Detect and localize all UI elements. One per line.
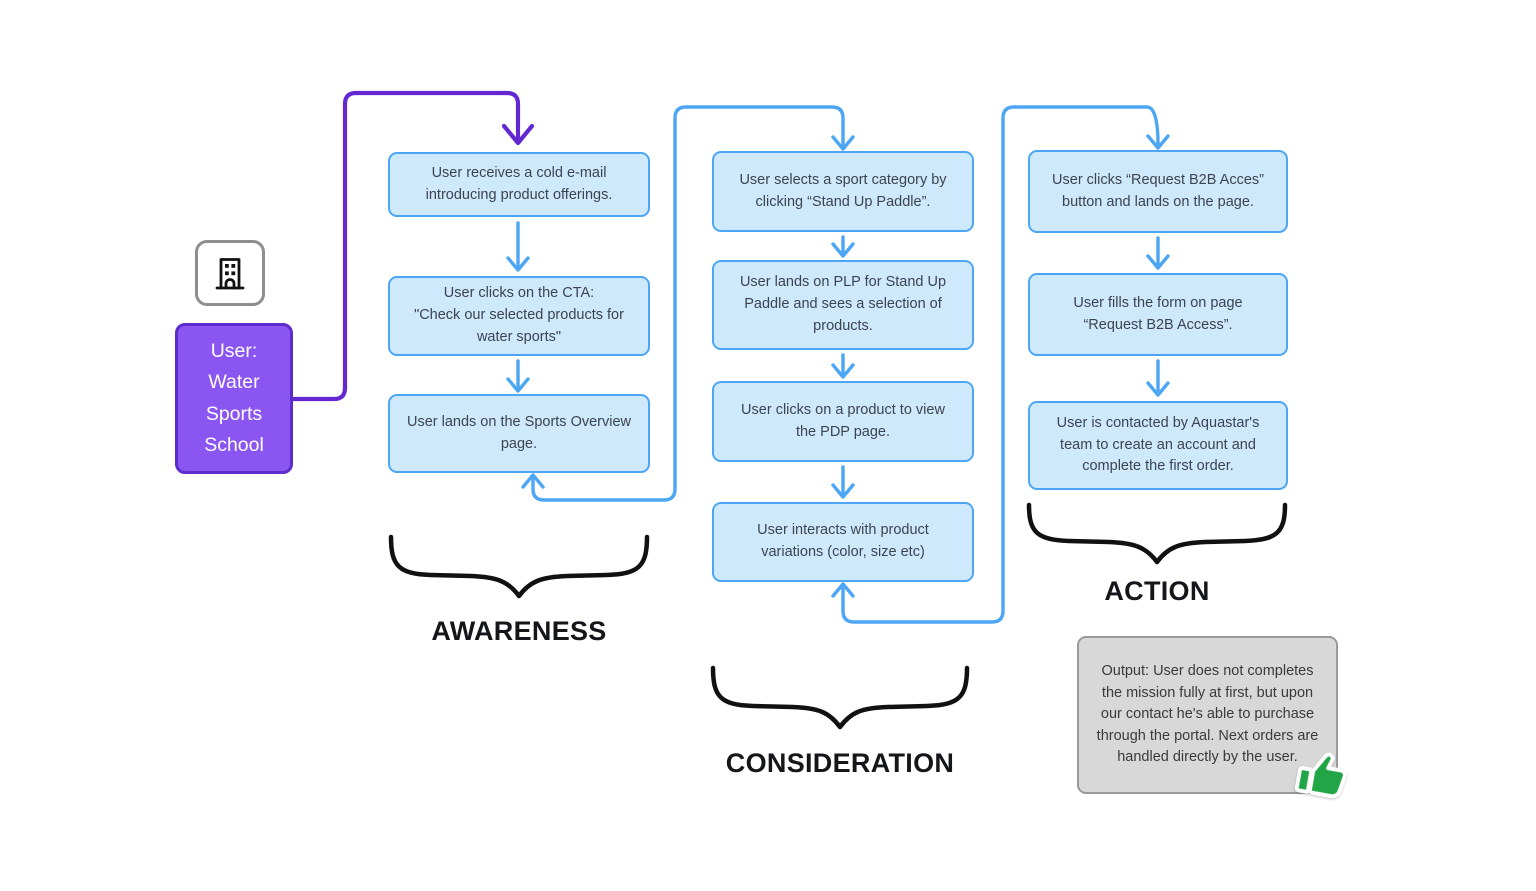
arrow-consideration-3-4 [831, 465, 855, 499]
building-icon [215, 258, 245, 290]
arrowhead-up-icon [521, 473, 545, 489]
step-action-2: User fills the form on page “Request B2B… [1028, 273, 1288, 356]
action-brace [1026, 502, 1288, 565]
step-awareness-3: User lands on the Sports Overview page. [388, 394, 650, 473]
stage-label-awareness: AWARENESS [431, 616, 607, 646]
step-awareness-2: User clicks on the CTA: "Check our selec… [388, 276, 650, 356]
arrow-consideration-1-2 [831, 235, 855, 258]
output-note: Output: User does not completes the miss… [1077, 636, 1338, 794]
stage-label-consideration: CONSIDERATION [725, 748, 955, 778]
stage-label-action: ACTION [1104, 576, 1210, 606]
awareness-to-consideration-connector [521, 105, 855, 502]
arrowhead-down-icon [831, 135, 855, 151]
persona-box: User: Water Sports School [175, 323, 293, 474]
arrow-action-2-3 [1146, 359, 1170, 397]
step-consideration-4: User interacts with product variations (… [712, 502, 974, 582]
persona-to-awareness-connector [290, 90, 535, 402]
step-consideration-1: User selects a sport category by clickin… [712, 151, 974, 232]
arrow-action-1-2 [1146, 236, 1170, 270]
thumbs-up-icon [1291, 744, 1357, 814]
step-action-1: User clicks “Request B2B Acces” button a… [1028, 150, 1288, 233]
consideration-brace [710, 665, 970, 730]
stage-braces [388, 502, 1288, 730]
step-action-3: User is contacted by Aquastar's team to … [1028, 401, 1288, 490]
arrowhead-down-icon [501, 123, 535, 146]
arrowhead-down-icon [1146, 134, 1170, 150]
arrow-consideration-2-3 [831, 353, 855, 379]
arrow-awareness-1-2 [506, 221, 530, 272]
awareness-brace [388, 534, 650, 599]
step-consideration-2: User lands on PLP for Stand Up Paddle an… [712, 260, 974, 350]
persona-icon-card [195, 240, 265, 306]
step-arrows [506, 221, 1170, 499]
step-consideration-3: User clicks on a product to view the PDP… [712, 381, 974, 462]
step-awareness-1: User receives a cold e-mail introducing … [388, 152, 650, 217]
consideration-to-action-connector [831, 105, 1170, 624]
arrowhead-up-icon [831, 582, 855, 598]
arrow-awareness-2-3 [506, 359, 530, 393]
